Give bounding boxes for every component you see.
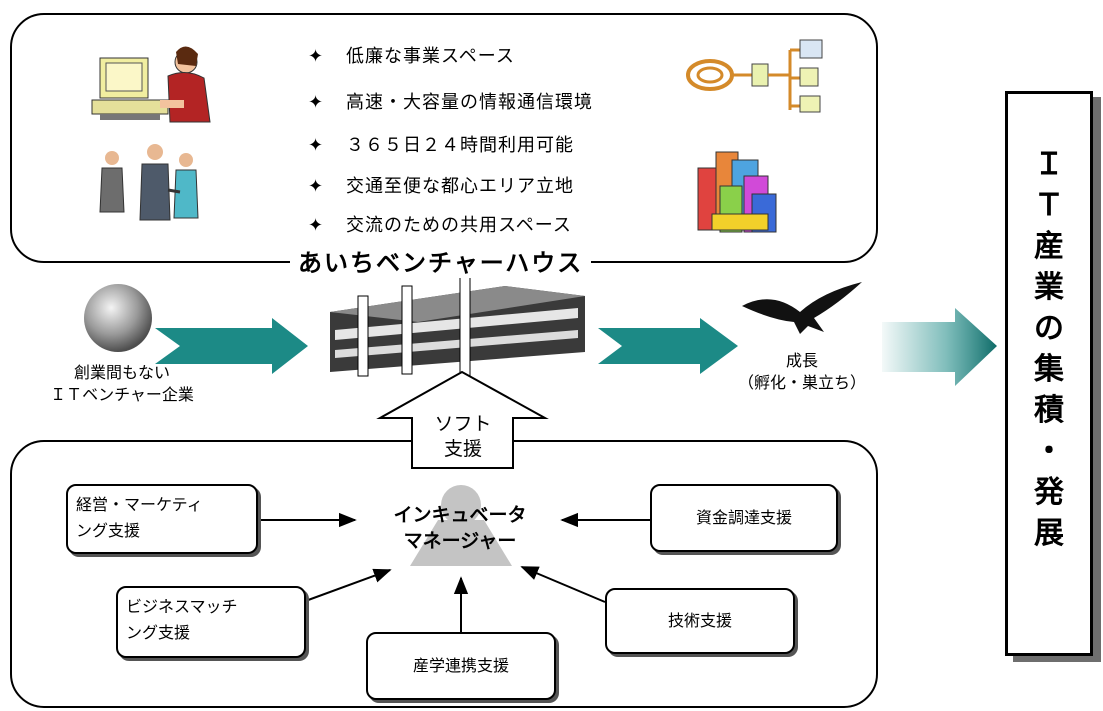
goal-char: 集 xyxy=(1034,352,1064,387)
development-arrow xyxy=(882,308,997,386)
arrow-technology xyxy=(520,566,606,603)
matching-line2: ング支援 xyxy=(126,623,191,642)
eagle-icon xyxy=(742,282,862,334)
feature-text: 低廉な事業スペース xyxy=(346,46,515,67)
arrow-matching xyxy=(299,568,392,604)
startup-caption: 創業間もない ＩＴベンチャー企業 xyxy=(22,362,222,406)
goal-char: 積 xyxy=(1034,393,1064,428)
startup-caption-line2: ＩＴベンチャー企業 xyxy=(50,385,194,404)
feature-text: 交流のための共用スペース xyxy=(346,215,572,236)
feature-item-space: ✦ 低廉な事業スペース xyxy=(308,42,515,68)
feature-text: ３６５日２４時間利用可能 xyxy=(346,135,574,156)
growth-caption: 成長 （孵化・巣立ち） xyxy=(722,350,882,394)
support-box-technology: 技術支援 xyxy=(605,588,795,654)
network-icon xyxy=(686,39,823,113)
goal-char: Ｉ xyxy=(1034,147,1064,182)
marketing-line2: ング支援 xyxy=(76,521,141,540)
manager-label-line1: インキュベータ xyxy=(393,504,527,526)
soft-support-label: ソフト 支援 xyxy=(418,412,508,462)
bullet-icon: ✦ xyxy=(308,176,325,197)
marketing-line1: 経営・マーケティ xyxy=(76,495,203,514)
goal-char: ・ xyxy=(1034,434,1064,469)
goal-char: Ｔ xyxy=(1034,188,1064,223)
progress-arrow-1 xyxy=(155,318,308,374)
support-box-industry-academia: 産学連携支援 xyxy=(366,632,556,700)
goal-char: 産 xyxy=(1034,229,1064,264)
bullet-icon: ✦ xyxy=(308,215,325,236)
goal-char: 業 xyxy=(1034,270,1064,305)
matching-line1: ビジネスマッチ xyxy=(126,597,238,616)
growth-caption-line2: （孵化・巣立ち） xyxy=(737,373,866,392)
funding-label: 資金調達支援 xyxy=(695,508,792,527)
incubator-building-icon xyxy=(330,275,585,377)
feature-item-shared-space: ✦ 交流のための共用スペース xyxy=(308,211,572,237)
manager-person-icon xyxy=(410,485,512,566)
feature-text: 交通至便な都心エリア立地 xyxy=(346,176,574,197)
city-buildings-icon xyxy=(697,151,777,233)
support-box-funding: 資金調達支援 xyxy=(650,484,838,552)
computer-worker-icon xyxy=(91,46,211,123)
soft-support-line1: ソフト xyxy=(434,413,492,435)
startup-caption-line1: 創業間もない xyxy=(73,363,170,382)
goal-char: 発 xyxy=(1034,475,1064,510)
soft-support-arrow xyxy=(376,370,549,469)
bullet-icon: ✦ xyxy=(308,135,325,156)
soft-support-line2: 支援 xyxy=(443,438,482,460)
globe-icon xyxy=(84,284,152,352)
bullet-icon: ✦ xyxy=(308,46,325,67)
business-people-icon xyxy=(99,144,199,221)
feature-text: 高速・大容量の情報通信環境 xyxy=(346,92,593,113)
goal-char: 展 xyxy=(1034,516,1064,551)
progress-arrow-2 xyxy=(598,318,738,374)
manager-label-line2: マネージャー xyxy=(403,530,517,552)
it-industry-goal-box: Ｉ Ｔ 産 業 の 集 積 ・ 発 展 xyxy=(1005,91,1093,656)
goal-char: の xyxy=(1034,311,1064,346)
incubator-manager-label: インキュベータ マネージャー xyxy=(360,502,560,554)
feature-item-network: ✦ 高速・大容量の情報通信環境 xyxy=(308,88,593,114)
support-box-matching: ビジネスマッチ ング支援 xyxy=(116,586,306,658)
venture-house-title: あいちベンチャーハウス xyxy=(290,243,592,278)
feature-item-location: ✦ 交通至便な都心エリア立地 xyxy=(308,172,574,198)
technology-label: 技術支援 xyxy=(667,611,732,630)
bullet-icon: ✦ xyxy=(308,92,325,113)
feature-item-hours: ✦ ３６５日２４時間利用可能 xyxy=(308,131,574,157)
support-box-marketing: 経営・マーケティ ング支援 xyxy=(66,484,258,554)
industry-academia-label: 産学連携支援 xyxy=(412,656,509,675)
growth-caption-line1: 成長 xyxy=(785,351,818,370)
